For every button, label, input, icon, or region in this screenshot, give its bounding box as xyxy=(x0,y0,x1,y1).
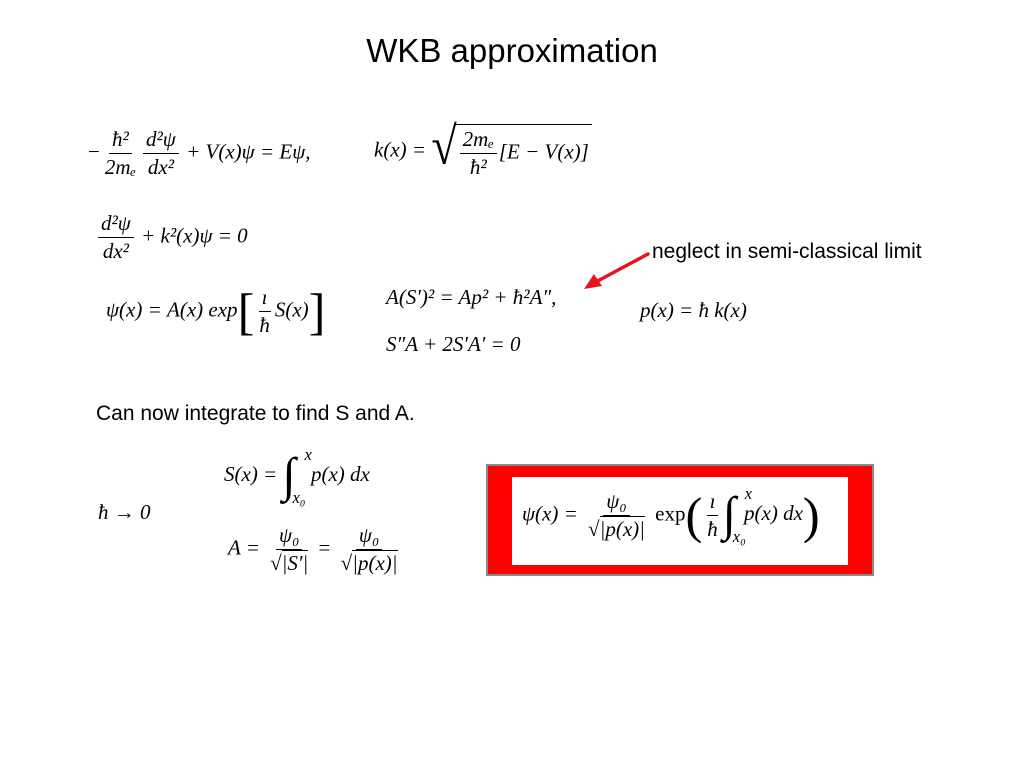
arrow-shaft xyxy=(590,252,650,286)
phase-equation: S″A + 2S′A′ = 0 xyxy=(386,332,521,356)
arrow-head xyxy=(584,274,602,289)
slide-title: WKB approximation xyxy=(366,32,658,69)
minus-sign: − xyxy=(88,139,100,164)
amplitude-solution: A = ψ₀√|S′| = ψ₀√|p(x)| xyxy=(228,523,398,575)
schrodinger-rhs: + V(x)ψ = Eψ, xyxy=(186,139,311,164)
amplitude-equation: A(S′)² = Ap² + ħ²A″, xyxy=(386,285,557,309)
hbar-limit: ħ → 0 xyxy=(98,500,151,524)
integrate-text: Can now integrate to find S and A. xyxy=(96,402,415,425)
pointer-arrow xyxy=(584,252,650,289)
result-box xyxy=(512,477,848,565)
momentum-equation: p(x) = ħ k(x) xyxy=(640,298,747,322)
neglect-note: neglect in semi-classical limit xyxy=(652,240,922,263)
